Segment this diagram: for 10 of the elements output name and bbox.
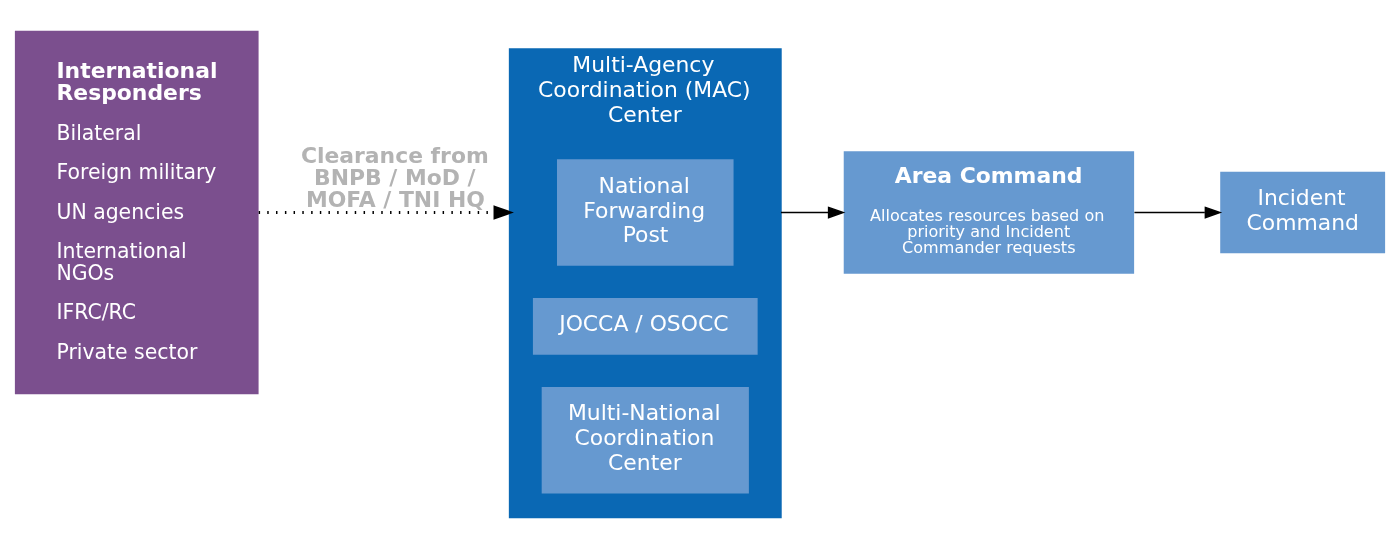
node-box: Incident Command: [1220, 171, 1386, 253]
node-box: Area Command Allocates resources based on priority and Incident Commander requests: [843, 150, 1135, 274]
edge-label: Clearance from BNPB / MoD / MOFA / TNI HQ: [300, 142, 489, 212]
arrow: [780, 205, 846, 219]
node-box: Multi-National Coordination Center: [541, 386, 749, 493]
node-box: JOCCA / OSOCC: [532, 297, 758, 355]
arrow: [258, 204, 514, 220]
arrow: [1133, 205, 1223, 219]
node-box: International Responders Bilateral Foreign military UN agencies International NGOs IFRC/RC Private sector: [14, 30, 259, 394]
node-box: National Forwarding Post: [557, 158, 734, 266]
